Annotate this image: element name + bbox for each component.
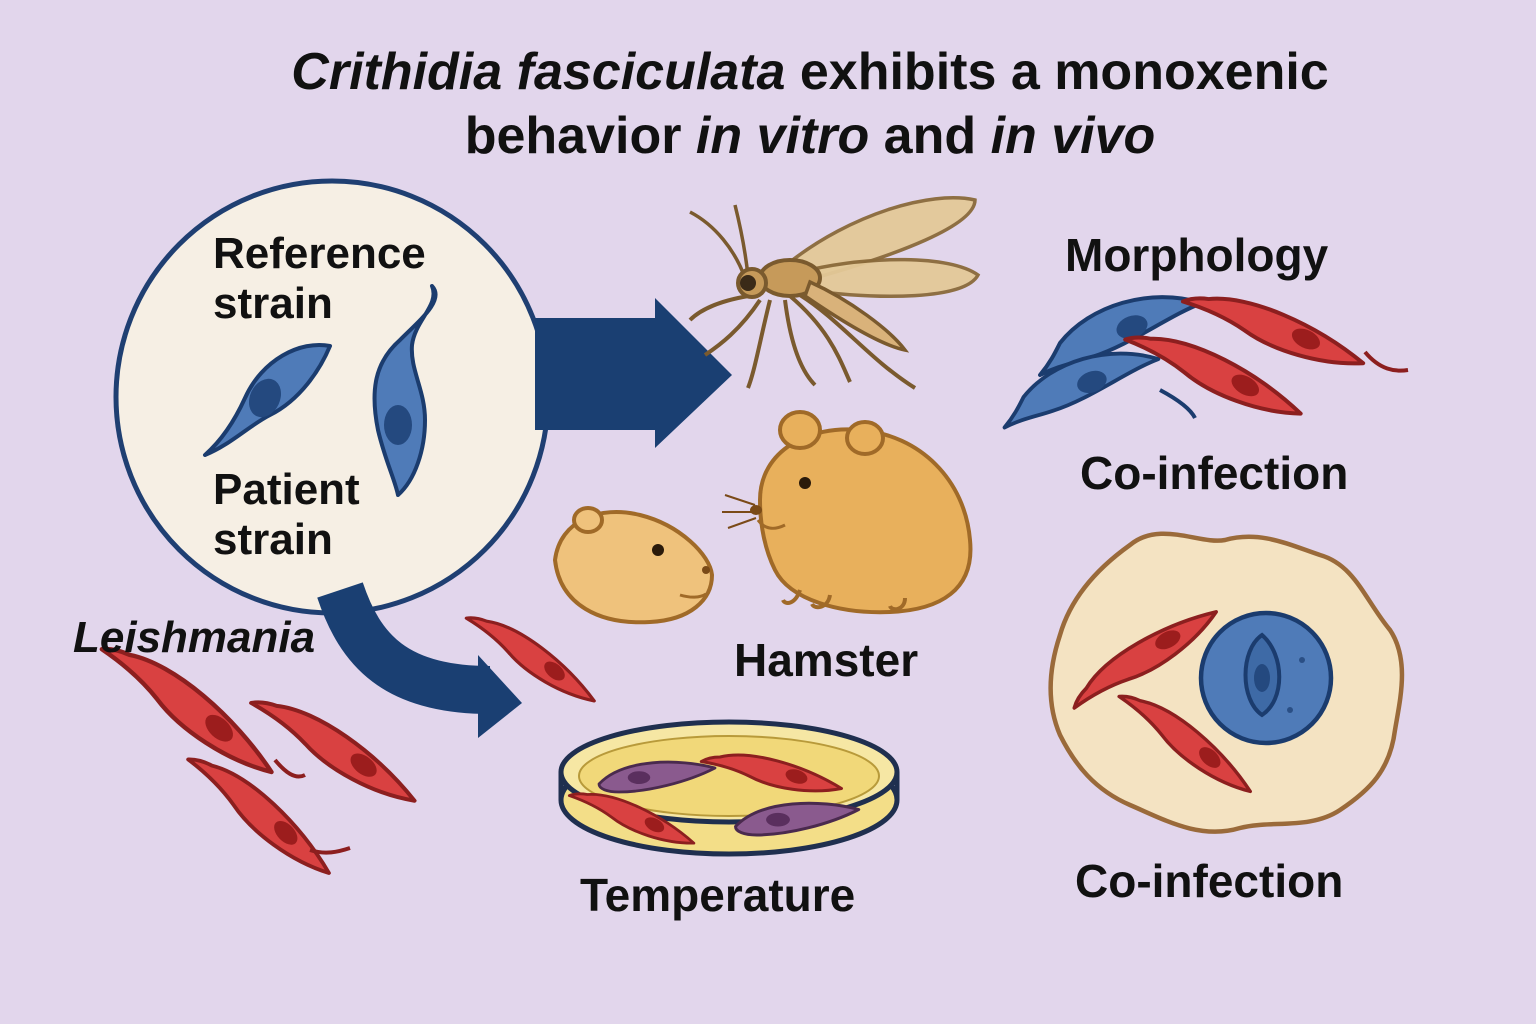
page-title: Crithidia fasciculata exhibits a monoxen… (180, 40, 1440, 169)
sandfly-icon (688, 196, 981, 390)
arrow-to-sandfly (535, 298, 732, 448)
reference-strain-label-2: strain (213, 279, 333, 328)
morphology-label: Morphology (1065, 229, 1329, 281)
arrow-to-petri-dish (317, 582, 522, 738)
title-in-vitro: in vitro (695, 107, 870, 166)
leishmania-cells (84, 610, 610, 878)
title-line2-b: and (869, 107, 991, 166)
coinfection-top-label: Co-infection (1080, 447, 1349, 499)
hamster-label: Hamster (734, 634, 919, 686)
temperature-label: Temperature (580, 869, 856, 921)
hamster-icon (552, 410, 973, 625)
patient-strain-label-2: strain (213, 515, 333, 564)
petri-dish-icon (558, 719, 900, 857)
macrophage-icon (1048, 531, 1405, 834)
reference-strain-cell (203, 343, 332, 457)
reference-strain-label-1: Reference (213, 229, 426, 278)
patient-strain-cell (372, 284, 438, 497)
title-in-vivo: in vivo (990, 107, 1156, 166)
title-line-1: Crithidia fasciculata exhibits a monoxen… (180, 40, 1440, 104)
morphology-cells (1002, 291, 1409, 430)
title-line-2: behavior in vitro and in vivo (180, 104, 1440, 168)
title-line2-a: behavior (464, 107, 696, 166)
leishmania-label: Leishmania (73, 613, 316, 662)
title-line1-rest: exhibits a monoxenic (785, 43, 1329, 101)
patient-strain-label-1: Patient (213, 465, 360, 514)
title-species: Crithidia fasciculata (291, 43, 786, 101)
coinfection-bottom-label: Co-infection (1075, 855, 1344, 907)
